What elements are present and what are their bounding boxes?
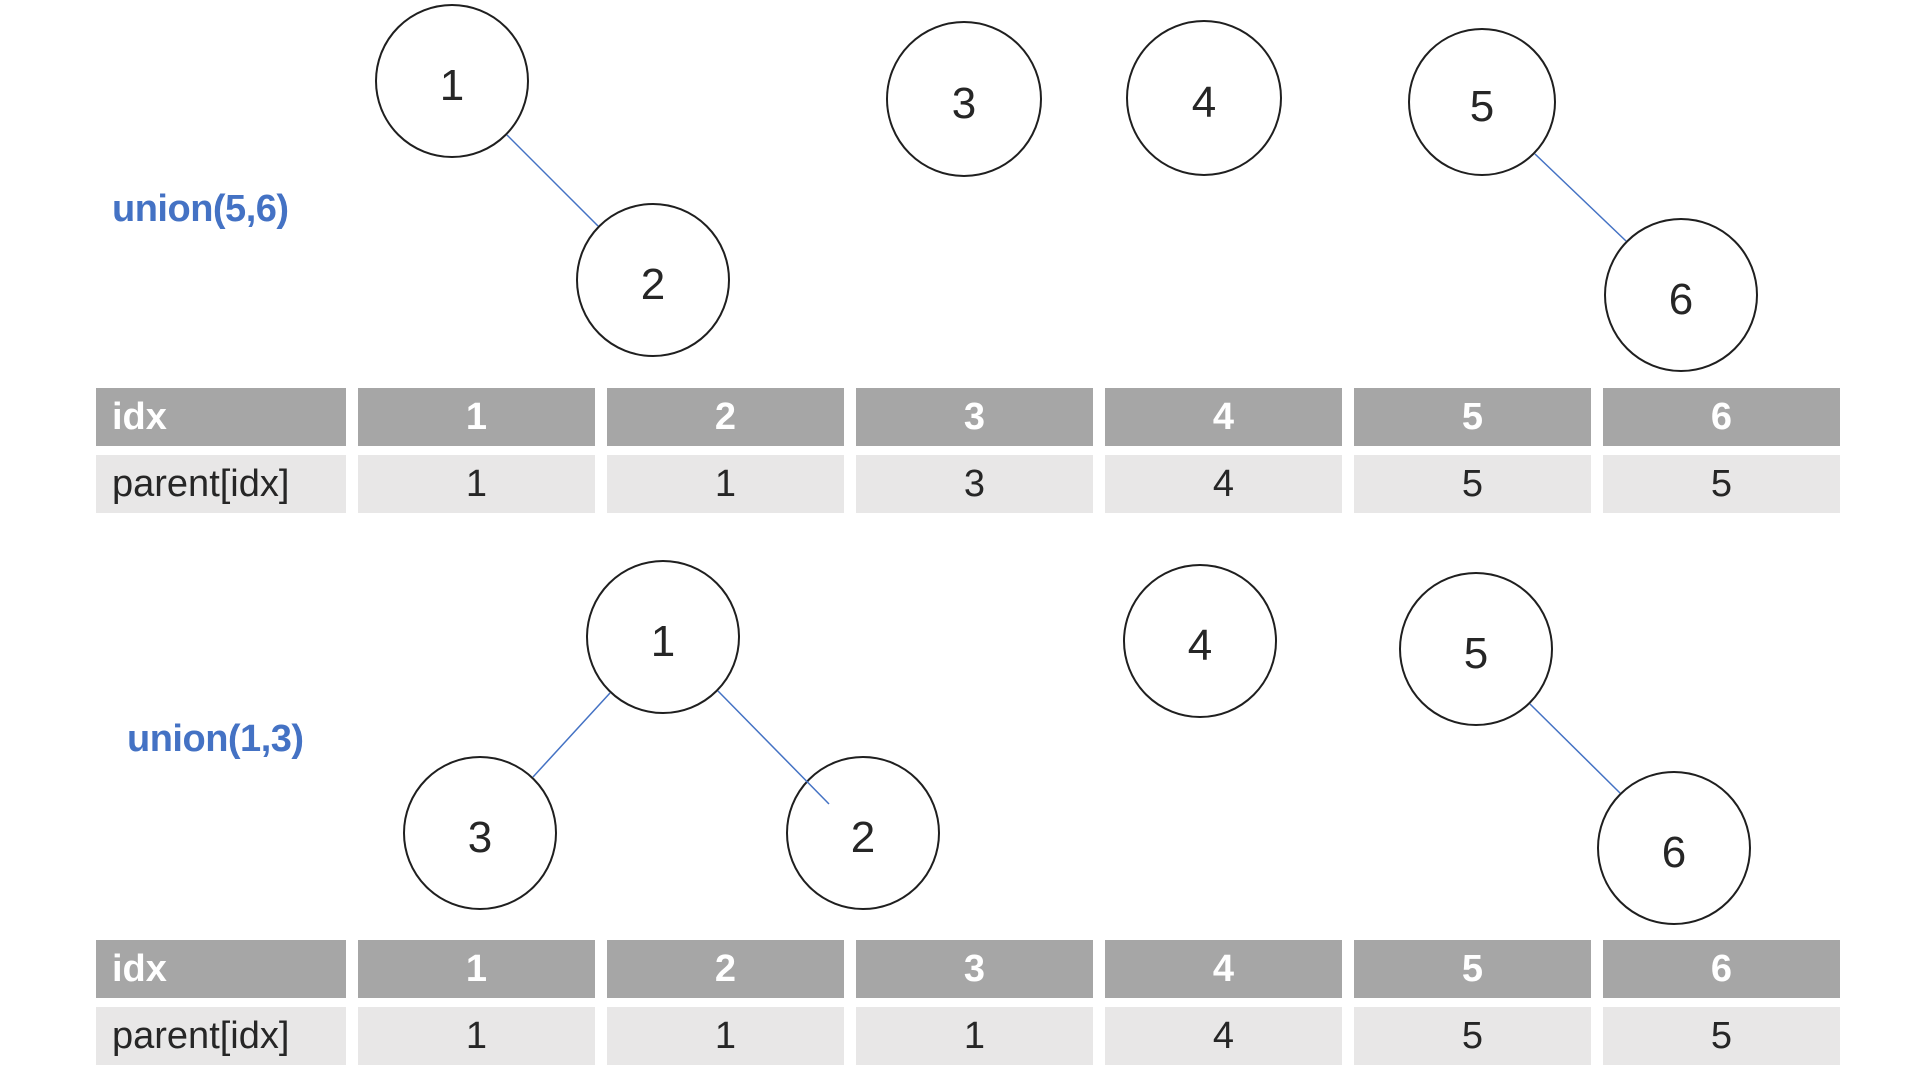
th-idx-union-5-6: idx — [96, 388, 346, 446]
td-parent-5-union-1-3: 5 — [1354, 1007, 1591, 1065]
th-idx-union-1-3: idx — [96, 940, 346, 998]
node-union-1-3-4: 4 — [1123, 564, 1277, 718]
node-value: 5 — [1469, 82, 1495, 131]
node-union-1-3-2: 2 — [786, 756, 940, 910]
node-value: 6 — [1661, 828, 1687, 877]
operation-label-union-1-3: union(1,3) — [127, 718, 304, 760]
th-col-4-union-5-6: 4 — [1105, 388, 1342, 446]
node-union-1-3-5: 5 — [1399, 572, 1553, 726]
td-parent-5-union-5-6: 5 — [1354, 455, 1591, 513]
node-union-5-6-6: 6 — [1604, 218, 1758, 372]
node-union-1-3-6: 6 — [1597, 771, 1751, 925]
node-union-5-6-5: 5 — [1408, 28, 1556, 176]
td-parent-2-union-1-3: 1 — [607, 1007, 844, 1065]
node-union-5-6-1: 1 — [375, 4, 529, 158]
td-row-label-union-5-6: parent[idx] — [96, 455, 346, 513]
node-value: 1 — [439, 61, 465, 110]
th-col-3-union-1-3: 3 — [856, 940, 1093, 998]
node-union-5-6-4: 4 — [1126, 20, 1282, 176]
node-union-5-6-2: 2 — [576, 203, 730, 357]
td-parent-1-union-5-6: 1 — [358, 455, 595, 513]
node-value: 3 — [951, 79, 977, 128]
td-parent-4-union-1-3: 4 — [1105, 1007, 1342, 1065]
node-union-5-6-3: 3 — [886, 21, 1042, 177]
node-value: 3 — [467, 813, 493, 862]
td-parent-2-union-5-6: 1 — [607, 455, 844, 513]
node-value: 2 — [640, 260, 666, 309]
th-col-6-union-1-3: 6 — [1603, 940, 1840, 998]
node-union-1-3-3: 3 — [403, 756, 557, 910]
th-col-6-union-5-6: 6 — [1603, 388, 1840, 446]
td-parent-3-union-1-3: 1 — [856, 1007, 1093, 1065]
th-col-1-union-5-6: 1 — [358, 388, 595, 446]
th-col-5-union-5-6: 5 — [1354, 388, 1591, 446]
th-col-2-union-5-6: 2 — [607, 388, 844, 446]
th-col-1-union-1-3: 1 — [358, 940, 595, 998]
node-value: 4 — [1191, 78, 1217, 127]
node-value: 4 — [1187, 621, 1213, 670]
td-parent-3-union-5-6: 3 — [856, 455, 1093, 513]
th-col-4-union-1-3: 4 — [1105, 940, 1342, 998]
operation-label-union-5-6: union(5,6) — [112, 188, 289, 230]
td-parent-6-union-1-3: 5 — [1603, 1007, 1840, 1065]
td-parent-4-union-5-6: 4 — [1105, 455, 1342, 513]
node-value: 2 — [850, 813, 876, 862]
th-col-3-union-5-6: 3 — [856, 388, 1093, 446]
node-value: 6 — [1668, 275, 1694, 324]
node-value: 5 — [1463, 629, 1489, 678]
td-parent-6-union-5-6: 5 — [1603, 455, 1840, 513]
node-value: 1 — [650, 617, 676, 666]
th-col-5-union-1-3: 5 — [1354, 940, 1591, 998]
node-union-1-3-1: 1 — [586, 560, 740, 714]
th-col-2-union-1-3: 2 — [607, 940, 844, 998]
td-row-label-union-1-3: parent[idx] — [96, 1007, 346, 1065]
td-parent-1-union-1-3: 1 — [358, 1007, 595, 1065]
